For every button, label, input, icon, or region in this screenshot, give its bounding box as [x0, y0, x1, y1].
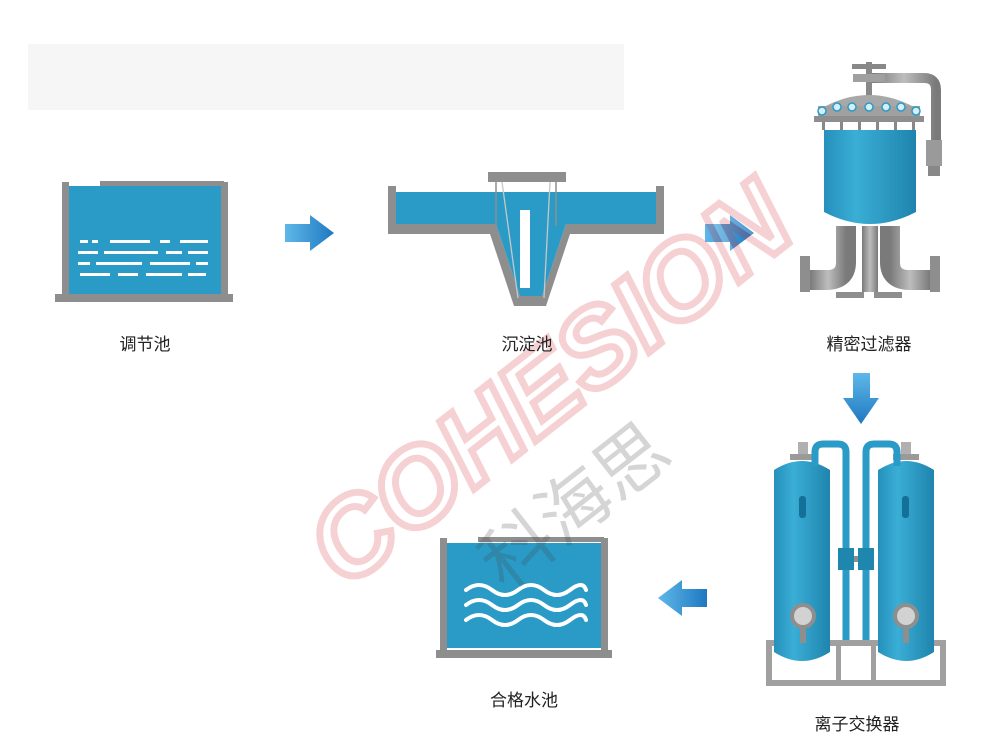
ion-exchanger-icon: [766, 440, 946, 686]
equalization-tank-icon: [55, 181, 233, 302]
qualified-water-tank-icon: [436, 537, 612, 658]
precision-filter-label: 精密过滤器: [826, 335, 912, 355]
precision-filter-icon: [800, 62, 942, 298]
sedimentation-tank-icon: [388, 172, 664, 306]
flow-arrow-right-icon: [285, 215, 334, 251]
equalization-tank-label: 调节池: [119, 335, 171, 355]
flow-arrow-left-icon: [658, 580, 707, 616]
flow-arrow-down-icon: [843, 373, 879, 424]
header-banner: [28, 44, 624, 110]
sedimentation-tank-label: 沉淀池: [501, 335, 553, 355]
flow-arrow-right-icon: [705, 215, 754, 251]
ion-exchanger-label: 离子交换器: [814, 715, 900, 735]
qualified-water-tank-label: 合格水池: [490, 691, 558, 711]
